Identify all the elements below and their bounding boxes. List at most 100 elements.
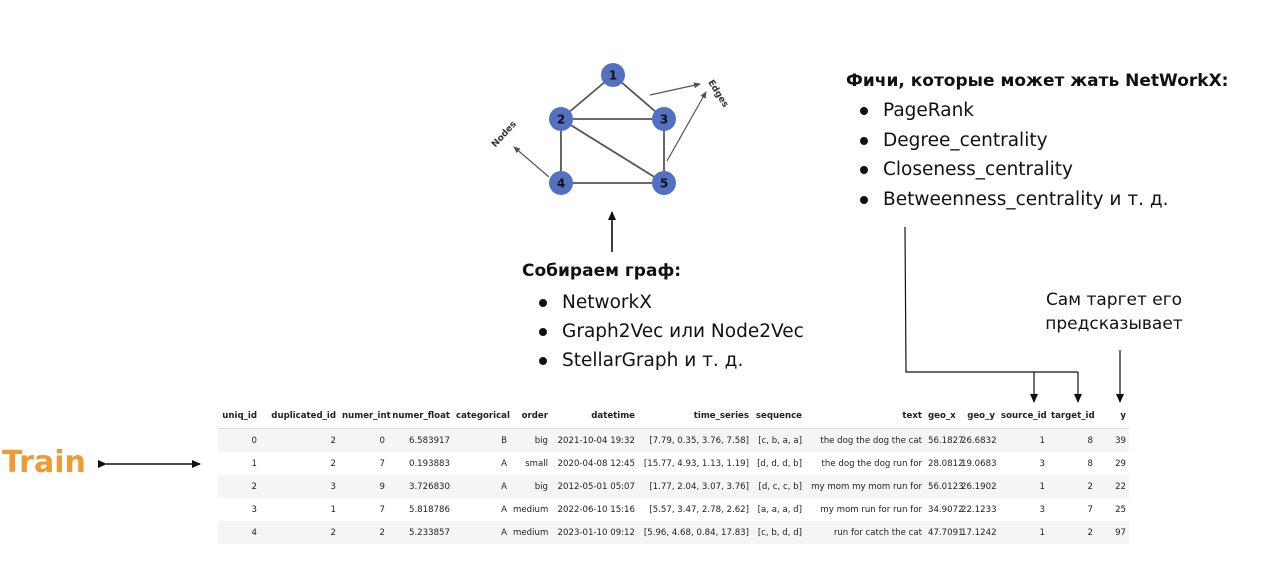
table-cell: [1.77, 2.04, 3.07, 3.76] bbox=[649, 481, 749, 492]
table-cell: 47.7091 bbox=[928, 527, 964, 538]
graph-node-3: 3 bbox=[652, 107, 676, 131]
feature-item: Betweenness_centrality и т. д. bbox=[857, 185, 1169, 215]
table-cell: B bbox=[501, 435, 507, 446]
table-row: 3 1 7 5.818786 A medium 2022-06-10 15:16… bbox=[218, 498, 1129, 521]
target-note-line-2: предсказывает bbox=[1045, 314, 1183, 334]
graph-nodes: 1 2 3 4 5 bbox=[549, 63, 676, 195]
table-cell: 7 bbox=[1087, 504, 1093, 515]
table-cell: 5.233857 bbox=[408, 527, 450, 538]
target-note-line-1: Сам таргет его bbox=[1045, 290, 1183, 310]
table-cell: 39 bbox=[1115, 435, 1126, 446]
table-cell: [5.57, 3.47, 2.78, 2.62] bbox=[649, 504, 749, 515]
edges-pointer-arrow-2 bbox=[666, 91, 707, 162]
column-header: numer_float bbox=[388, 404, 453, 429]
nodes-label: Nodes bbox=[490, 120, 519, 150]
node-label: 1 bbox=[609, 69, 617, 83]
column-header: numer_int bbox=[339, 404, 391, 429]
graph-node-5: 5 bbox=[652, 171, 676, 195]
table-cell: small bbox=[525, 458, 548, 469]
table-cell: 0 bbox=[251, 435, 257, 446]
table-cell: 26.6832 bbox=[961, 435, 997, 446]
table-cell: 2 bbox=[251, 481, 257, 492]
node-label: 3 bbox=[660, 113, 668, 127]
features-connector-line bbox=[904, 226, 1078, 373]
table-cell: 56.0123 bbox=[928, 481, 964, 492]
table-cell: the dog the dog the cat bbox=[820, 435, 922, 446]
column-header: order bbox=[510, 404, 551, 429]
table-cell: A bbox=[501, 527, 507, 538]
table-cell: 2023-01-10 09:12 bbox=[557, 527, 635, 538]
graph-node-1: 1 bbox=[601, 63, 625, 87]
table-cell: 1 bbox=[1039, 481, 1045, 492]
table-cell: 2021-10-04 19:32 bbox=[557, 435, 635, 446]
table-header-row: uniq_id duplicated_id numer_int numer_fl… bbox=[218, 404, 1129, 429]
build-graph-list: NetworkX Graph2Vec или Node2Vec StellarG… bbox=[536, 288, 804, 375]
column-header: text bbox=[805, 404, 925, 429]
train-label: Train bbox=[2, 445, 86, 480]
table-cell: 17.1242 bbox=[961, 527, 997, 538]
column-header: geo_x bbox=[925, 404, 958, 429]
table-cell: 25 bbox=[1115, 504, 1126, 515]
table-cell: medium bbox=[513, 527, 549, 538]
table-cell: 2 bbox=[330, 435, 336, 446]
table-row: 1 2 7 0.193883 A small 2020-04-08 12:45 … bbox=[218, 452, 1129, 475]
table-cell: 29 bbox=[1115, 458, 1126, 469]
table-cell: 3 bbox=[1039, 458, 1045, 469]
table-cell: 3 bbox=[330, 481, 336, 492]
features-list: PageRank Degree_centrality Closeness_cen… bbox=[857, 96, 1169, 215]
table-cell: [d, d, d, b] bbox=[757, 458, 802, 469]
table-cell: big bbox=[534, 481, 548, 492]
table-cell: 28.0812 bbox=[928, 458, 964, 469]
table-cell: 9 bbox=[379, 481, 385, 492]
nodes-pointer-arrow bbox=[513, 146, 550, 178]
table-cell: 2 bbox=[379, 527, 385, 538]
edge-2-5 bbox=[560, 118, 665, 184]
edges-label: Edges bbox=[705, 78, 730, 109]
table-cell: 2022-06-10 15:16 bbox=[557, 504, 635, 515]
table-cell: [c, b, a, a] bbox=[758, 435, 802, 446]
table-cell: 3 bbox=[1039, 504, 1045, 515]
table-cell: 1 bbox=[1039, 527, 1045, 538]
node-label: 5 bbox=[660, 177, 668, 191]
table-cell: 3.726830 bbox=[408, 481, 450, 492]
column-header: y bbox=[1096, 404, 1129, 429]
column-header: target_id bbox=[1048, 404, 1096, 429]
features-title: Фичи, которые может жать NetWorkX: bbox=[846, 71, 1229, 91]
train-data-table: uniq_id duplicated_id numer_int numer_fl… bbox=[218, 404, 1129, 544]
table-cell: 56.1827 bbox=[928, 435, 964, 446]
table-cell: 22 bbox=[1115, 481, 1126, 492]
table-cell: 0 bbox=[379, 435, 385, 446]
table-cell: 2 bbox=[330, 527, 336, 538]
table-cell: 97 bbox=[1115, 527, 1126, 538]
table-cell: medium bbox=[513, 504, 549, 515]
table-cell: 7 bbox=[379, 504, 385, 515]
table-cell: 7 bbox=[379, 458, 385, 469]
edges-pointer-arrow-1 bbox=[649, 82, 701, 96]
node-label: 4 bbox=[557, 177, 565, 191]
table-cell: 22.1233 bbox=[961, 504, 997, 515]
table-cell: [7.79, 0.35, 3.76, 7.58] bbox=[649, 435, 749, 446]
table-cell: 26.1902 bbox=[961, 481, 997, 492]
table-cell: 8 bbox=[1087, 458, 1093, 469]
table-cell: [c, b, d, d] bbox=[757, 527, 802, 538]
table-cell: 1 bbox=[1039, 435, 1045, 446]
table-cell: 1 bbox=[330, 504, 336, 515]
graph-node-2: 2 bbox=[549, 107, 573, 131]
build-graph-item: Graph2Vec или Node2Vec bbox=[536, 317, 804, 346]
feature-item: Degree_centrality bbox=[857, 126, 1169, 156]
node-label: 2 bbox=[557, 113, 565, 127]
table-cell: [a, a, a, d] bbox=[757, 504, 802, 515]
table-cell: [d, c, c, b] bbox=[758, 481, 802, 492]
column-header: sequence bbox=[752, 404, 805, 429]
table-cell: run for catch the cat bbox=[833, 527, 922, 538]
build-graph-title: Собираем граф: bbox=[522, 261, 682, 281]
table-cell: [15.77, 4.93, 1.13, 1.19] bbox=[643, 458, 749, 469]
column-header: categorical bbox=[453, 404, 510, 429]
table-cell: A bbox=[501, 504, 507, 515]
column-header: time_series bbox=[638, 404, 752, 429]
table-cell: big bbox=[534, 435, 548, 446]
column-header: duplicated_id bbox=[260, 404, 339, 429]
build-graph-item: NetworkX bbox=[536, 288, 804, 317]
table-cell: 2020-04-08 12:45 bbox=[557, 458, 635, 469]
table-cell: [5.96, 4.68, 0.84, 17.83] bbox=[643, 527, 749, 538]
